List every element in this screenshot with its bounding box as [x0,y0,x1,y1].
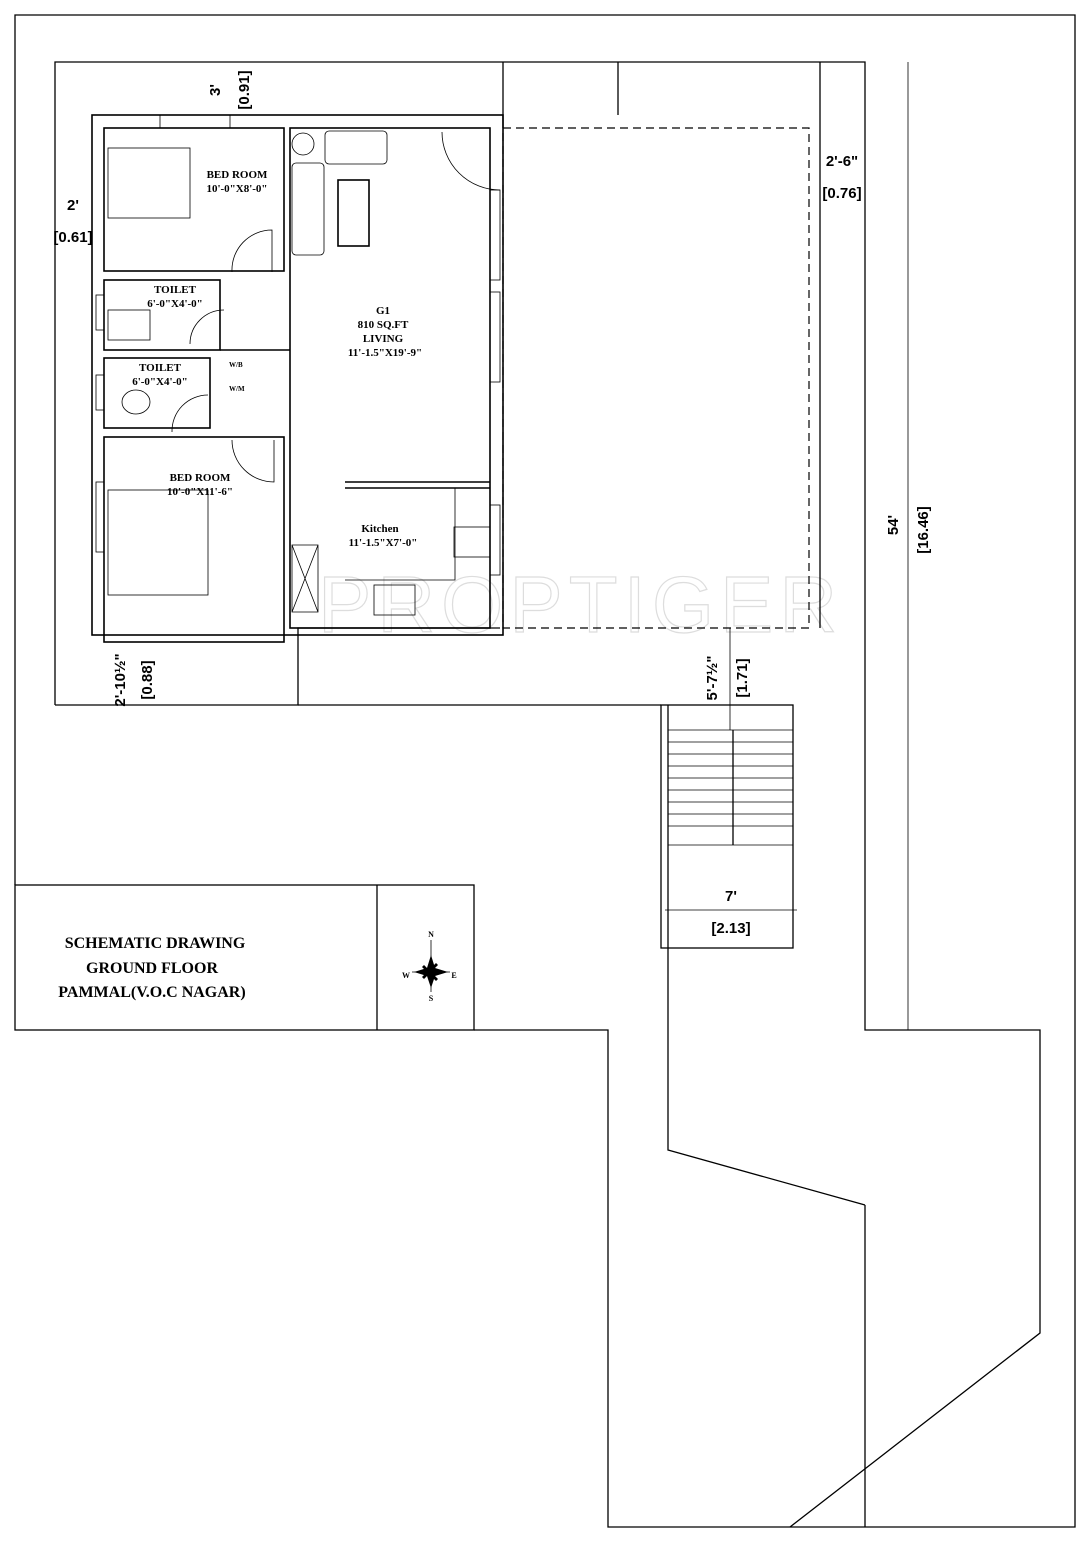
bathtub-icon [107,309,151,341]
bedroom1-size: 10'-0"X8'-0" [206,183,267,195]
toilet1-name: TOILET [154,284,197,296]
open-area-dashed [502,127,810,629]
stair-gap-ft: 5'-7½" [704,656,721,701]
living-name: LIVING [363,333,404,345]
toilet-icon [121,389,151,415]
stair-width-ft: 7' [725,888,737,905]
furniture [107,130,491,616]
top-setback-ft: 3' [207,84,224,96]
title-line2: GROUND FLOOR [86,960,218,977]
stove-icon [453,526,491,558]
plot-depth-ft: 54' [885,515,902,535]
kitchen-name: Kitchen [361,523,398,535]
stair-width-m: [2.13] [711,920,750,937]
toilet1-size: 6'-0"X4'-0" [147,298,203,310]
sofa-icon [291,162,325,256]
washing-machine-label: W/M [229,385,245,393]
bed-icon [107,147,191,219]
bedroom1-name: BED ROOM [207,169,268,181]
setback-lines [54,61,1041,1528]
doors [171,131,501,483]
chair-icon [291,132,315,156]
walls [91,114,504,643]
plot-depth-m: [16.46] [915,506,932,554]
left-setback-m: [0.61] [53,229,92,246]
compass-icon: N S E W [402,930,457,1003]
kitchen-size: 11'-1.5"X7'-0" [349,537,418,549]
right-setback-m: [0.76] [822,185,861,202]
plot-boundary [14,14,1076,1528]
stair-gap-m: [1.71] [734,658,751,697]
title-line3: PAMMAL(V.O.C NAGAR) [58,984,245,1001]
right-setback-ft: 2'-6" [826,153,858,170]
duct-icon [291,544,319,613]
bed-icon [107,489,209,596]
compass-n: N [428,930,434,939]
rug-icon [337,179,370,247]
staircase [660,62,909,1030]
compass-w: W [402,971,410,980]
title-line1: SCHEMATIC DRAWING [65,935,246,952]
sofa-icon [324,130,388,165]
left-setback-ft: 2' [67,197,79,214]
compass-s: S [429,994,434,1003]
top-setback-m: [0.91] [236,70,253,109]
compass-e: E [451,971,456,980]
wash-basin-label: W/B [229,361,243,369]
living-area: 810 SQ.FT [358,319,409,331]
bedroom2-name: BED ROOM [170,472,231,484]
toilet2-size: 6'-0"X4'-0" [132,376,188,388]
toilet2-name: TOILET [139,362,182,374]
bottom-left-m: [0.88] [139,660,156,699]
living-size: 11'-1.5"X19'-9" [348,347,422,359]
sink-icon [373,584,416,616]
bedroom2-size: 10'-0"X11'-6" [167,486,233,498]
living-unit: G1 [376,305,390,317]
bottom-left-ft: 2'-10½" [112,653,129,706]
